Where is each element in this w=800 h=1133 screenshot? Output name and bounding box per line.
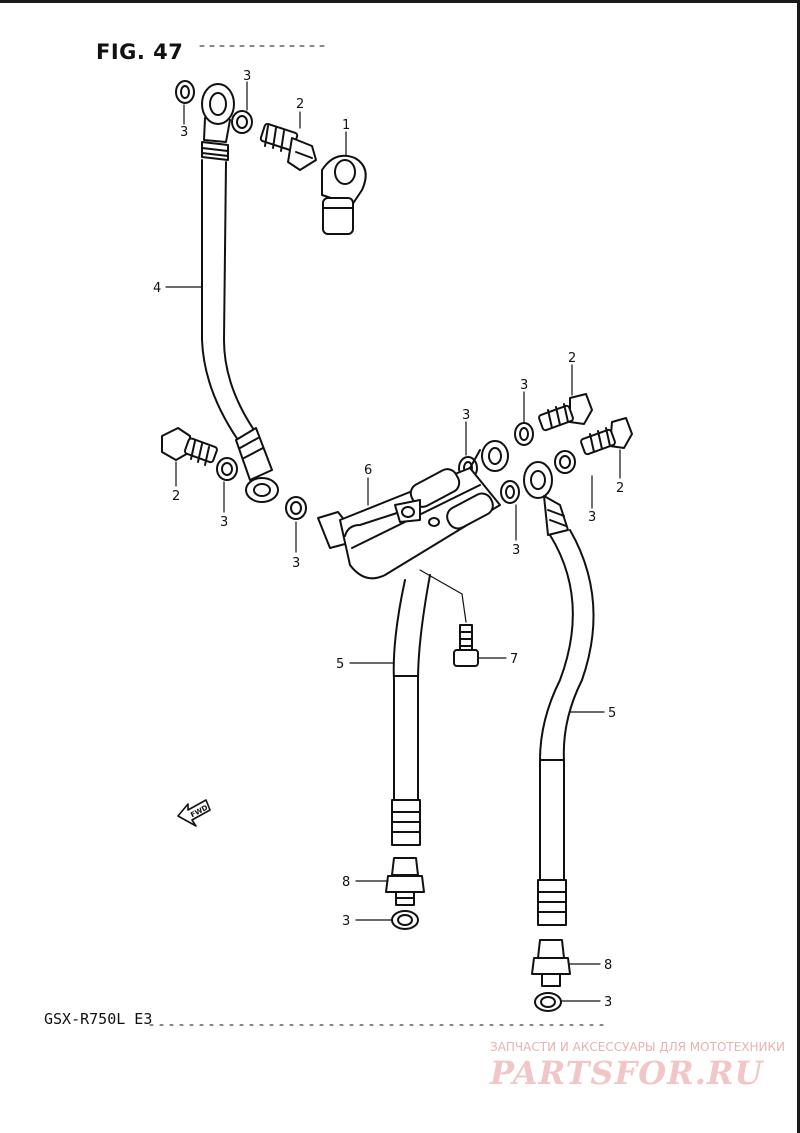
callout-5-left: 5 [336, 657, 344, 672]
leader-lines [165, 81, 621, 1002]
callout-3-top: 3 [243, 69, 251, 84]
part-4-hose [201, 83, 279, 503]
callout-3-bottom-left: 3 [342, 914, 350, 929]
part-7-screw [453, 624, 479, 667]
callout-7: 7 [510, 652, 518, 667]
callout-3-joint-left: 3 [292, 556, 300, 571]
callout-6: 6 [364, 463, 372, 478]
part-5-hose-right [523, 461, 595, 926]
model-code: GSX-R750L E3 [44, 1010, 153, 1028]
watermark-logo: PARTSFOR.RU [490, 1054, 764, 1092]
callout-3-joint-top: 3 [462, 408, 470, 423]
part-2-bolt-top [259, 122, 317, 171]
callout-4: 4 [153, 281, 161, 296]
callout-5-right: 5 [608, 706, 616, 721]
figure-title: FIG. 47 [96, 40, 184, 64]
fwd-arrow-icon [177, 799, 211, 827]
callout-8-left: 8 [342, 875, 350, 890]
callout-8-right: 8 [604, 958, 612, 973]
callout-3-left: 3 [220, 515, 228, 530]
callout-2-top: 2 [296, 97, 304, 112]
part-1-union [321, 154, 367, 235]
fwd-label: FWD [189, 803, 209, 819]
callout-3-bottom-right: 3 [604, 995, 612, 1010]
part-6-three-way-joint [317, 440, 509, 580]
part-2-bolt-left [161, 427, 218, 466]
part-5-hose-left [391, 574, 431, 846]
part-8-fitting-right [531, 939, 571, 987]
scan-edge-right [797, 0, 800, 1133]
callout-1: 1 [342, 118, 350, 133]
callout-2-left: 2 [172, 489, 180, 504]
part-2-bolts-right [538, 393, 633, 456]
part-8-fitting-left [385, 857, 425, 906]
callout-3-right-top: 3 [520, 378, 528, 393]
callout-2-right: 2 [616, 481, 624, 496]
callout-2-right-top: 2 [568, 351, 576, 366]
scan-edge-top [0, 0, 800, 3]
callout-3-right: 3 [588, 510, 596, 525]
callout-3-top-left: 3 [180, 125, 188, 140]
watermark-caption: ЗАПЧАСТИ И АКСЕССУАРЫ ДЛЯ МОТОТЕХНИКИ [490, 1040, 786, 1054]
callout-3-right-mid: 3 [512, 543, 520, 558]
